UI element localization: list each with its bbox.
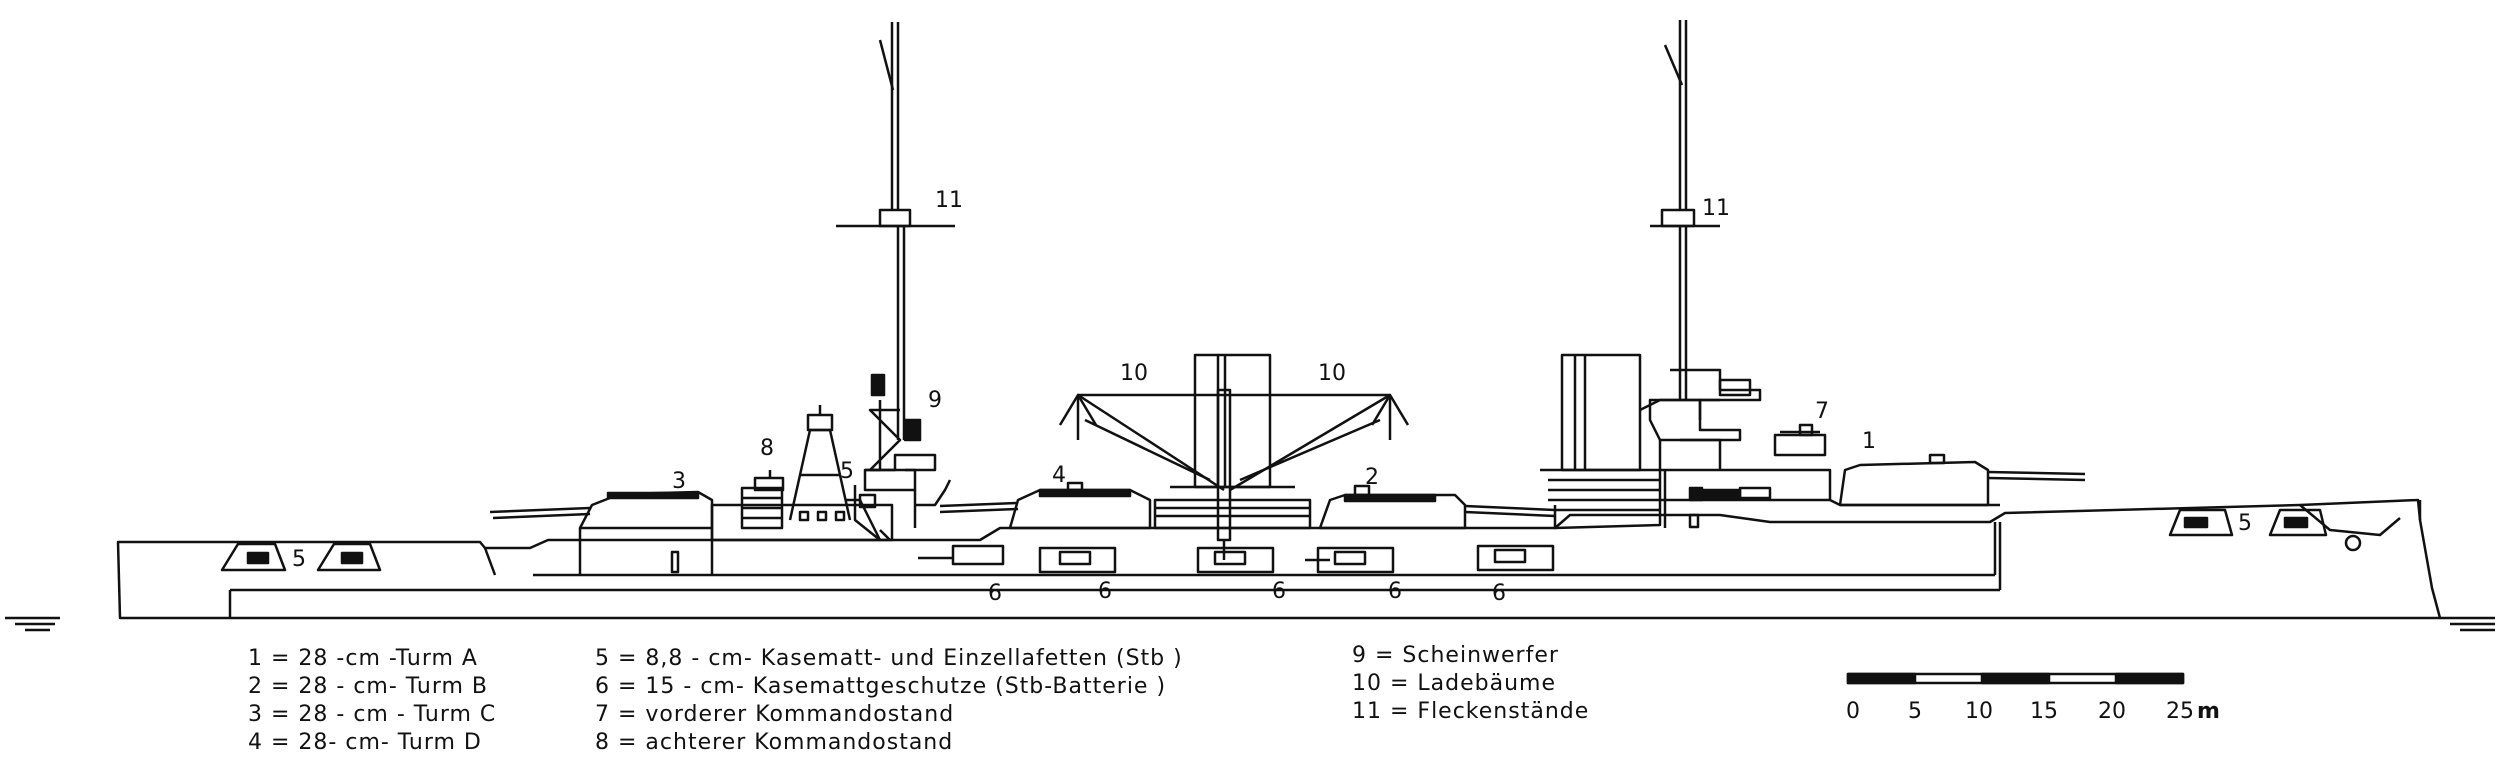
scale-tick-15: 15: [2030, 699, 2058, 724]
aft-mast: [836, 22, 955, 440]
callout-searchlight: 9: [928, 388, 942, 413]
scale-tick-25: 25: [2166, 699, 2194, 724]
callout-spotting-top-aft: 11: [935, 188, 963, 213]
turret-b: [1318, 484, 1556, 530]
scale-tick-20: 20: [2098, 699, 2126, 724]
legend-item-1: 1 = 28 -cm -Turm A: [248, 646, 478, 671]
scale-bar: [1846, 672, 2185, 685]
callout-battery-4: 6: [1388, 579, 1402, 604]
callout-turret-b: 2: [1365, 465, 1379, 490]
callout-battery-3: 6: [1272, 579, 1286, 604]
turret-c: [489, 490, 714, 575]
callout-aft-command: 8: [760, 436, 774, 461]
callout-casemate-bridge: 5: [840, 459, 854, 484]
legend-column-guns: 5 = 8,8 - cm- Kasematt- und Einzellafett…: [595, 645, 1183, 757]
legend-item-10: 10 = Ladebäume: [1352, 671, 1557, 696]
legend-item-6: 6 = 15 - cm- Kasemattgeschutze (Stb-Batt…: [595, 674, 1167, 699]
callout-spotting-top-fwd: 11: [1702, 196, 1730, 221]
scale-tick-10: 10: [1965, 699, 1993, 724]
scale-tick-5: 5: [1908, 699, 1922, 724]
legend-item-7: 7 = vorderer Kommandostand: [595, 702, 955, 727]
forward-superstructure: [1639, 368, 1841, 529]
callout-fwd-command: 7: [1815, 399, 1829, 424]
casemate-guns-fwd: [2168, 508, 2328, 537]
callout-turret-c: 3: [672, 469, 686, 494]
legend-item-9: 9 = Scheinwerfer: [1352, 643, 1559, 668]
legend-item-3: 3 = 28 - cm - Turm C: [248, 702, 497, 727]
legend-item-8: 8 = achterer Kommandostand: [595, 730, 954, 755]
callout-derricks-right: 10: [1318, 361, 1346, 386]
casemate-guns-aft: [220, 542, 382, 572]
legend-item-5: 5 = 8,8 - cm- Kasematt- und Einzellafett…: [595, 646, 1183, 671]
callout-casemate-aft: 5: [292, 547, 306, 572]
legend-column-turrets: 1 = 28 -cm -Turm A 2 = 28 - cm- Turm B 3…: [248, 645, 496, 757]
legend-item-2: 2 = 28 - cm- Turm B: [248, 674, 489, 699]
callout-derricks-left: 10: [1120, 361, 1148, 386]
forward-funnel: [1540, 353, 1662, 530]
hull: [116, 498, 2442, 620]
legend-item-11: 11 = Fleckenstände: [1352, 699, 1590, 724]
callout-battery-1: 6: [988, 581, 1002, 606]
legend-column-misc: 9 = Scheinwerfer 10 = Ladebäume 11 = Fle…: [1352, 642, 1589, 726]
aft-superstructure: [710, 405, 894, 542]
callout-battery-5: 6: [1492, 581, 1506, 606]
turret-d: [939, 481, 1152, 530]
callout-casemate-fwd: 5: [2238, 511, 2252, 536]
callout-turret-a: 1: [1862, 429, 1876, 454]
scale-tick-0: 0: [1846, 699, 1860, 724]
battery-guns: [918, 544, 1555, 574]
turret-a: [1838, 453, 2086, 507]
legend-item-4: 4 = 28- cm- Turm D: [248, 730, 482, 755]
cargo-derricks: [1058, 393, 1410, 492]
callout-turret-d: 4: [1052, 463, 1066, 488]
searchlight-tower: [845, 373, 952, 541]
callout-battery-2: 6: [1098, 579, 1112, 604]
scale-unit: m: [2197, 699, 2220, 724]
aft-funnel: [1153, 353, 1312, 560]
waterline-mark-right: [2440, 616, 2495, 632]
waterline-mark-left: [5, 616, 60, 632]
